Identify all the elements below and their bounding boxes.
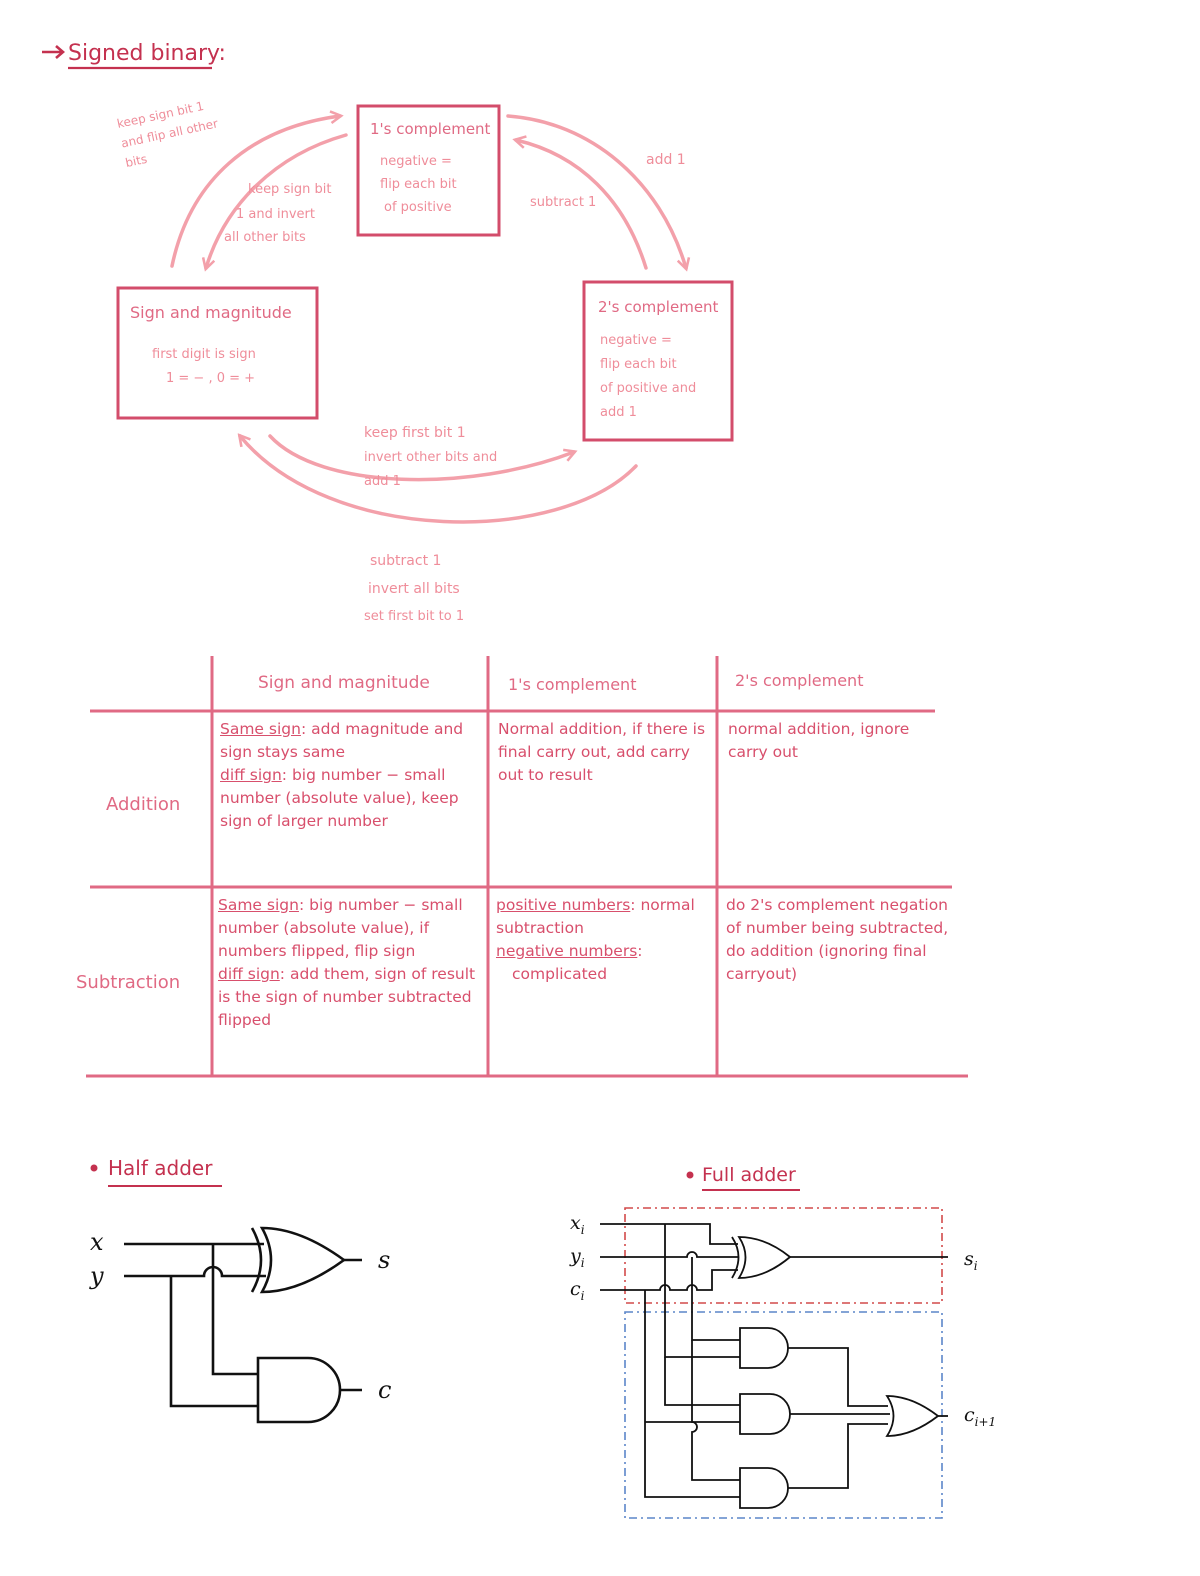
arrow-sm-to-ones [170, 116, 340, 268]
row-label-subtraction: Subtraction [76, 972, 180, 993]
input-x-label: x [90, 1228, 104, 1256]
svg-text:keep first bit 1: keep first bit 1 [364, 425, 466, 441]
full-adder-or-gate [885, 1395, 940, 1437]
box-ones-complement: 1's complement negative = flip each bit … [356, 104, 501, 237]
half-adder-wires [124, 1242, 362, 1408]
arrow-twos-to-sm [240, 436, 638, 524]
arrow-right-icon [42, 45, 65, 59]
cell-subtraction-ones-complement: positive numbers: normal subtraction neg… [496, 896, 695, 983]
section-heading: Signed binary: [42, 41, 226, 70]
input-xi-label: xi [570, 1212, 585, 1237]
and-gate [256, 1356, 342, 1424]
label-ones-to-sm: keep sign bit 1 and invert all other bit… [224, 182, 331, 245]
row-label-addition: Addition [106, 794, 180, 815]
cell-subtraction-twos-complement: do 2's complement negation of number bei… [726, 896, 948, 983]
svg-text:1's complement: 1's complement [370, 120, 491, 138]
arrow-ones-to-twos [506, 114, 686, 268]
half-adder-title: Half adder [108, 1156, 213, 1180]
svg-text:all other bits: all other bits [224, 230, 306, 245]
cell-subtraction-sign-magnitude: Same sign: big number − small number (ab… [218, 896, 475, 1029]
svg-text:of positive and: of positive and [600, 381, 696, 396]
comparison-table: Sign and magnitude 1's complement 2's co… [76, 656, 968, 1078]
label-sm-to-twos: keep first bit 1 invert other bits and a… [364, 425, 497, 489]
arrow-twos-to-ones [516, 140, 648, 270]
arrow-sm-to-twos [268, 434, 574, 482]
output-c-label: c [378, 1376, 391, 1404]
svg-text:bits: bits [124, 152, 148, 170]
svg-text:invert other bits and: invert other bits and [364, 450, 497, 465]
cell-addition-ones-complement: Normal addition, if there is final carry… [498, 720, 705, 784]
svg-text:flip each bit: flip each bit [600, 357, 677, 372]
input-ci-label: ci [570, 1278, 585, 1303]
svg-text:subtract 1: subtract 1 [370, 553, 441, 569]
cell-addition-twos-complement: normal addition, ignore carry out [728, 720, 909, 761]
label-twos-to-ones: subtract 1 [530, 195, 596, 210]
full-adder: Full adder xi yi ci si ci+1 [569, 1164, 996, 1519]
carry-section-box [624, 1311, 943, 1519]
full-adder-and-gate-3 [739, 1467, 789, 1509]
output-si-label: si [964, 1248, 978, 1273]
svg-text:flip each bit: flip each bit [380, 177, 457, 192]
svg-text:first digit is sign: first digit is sign [152, 347, 256, 362]
svg-text:keep sign bit: keep sign bit [248, 182, 331, 197]
output-s-label: s [378, 1246, 390, 1274]
full-adder-and-gate-1 [739, 1327, 789, 1369]
full-adder-wires [600, 1223, 948, 1498]
box-sign-magnitude: Sign and magnitude first digit is sign 1… [116, 286, 319, 420]
label-ones-to-twos: add 1 [646, 152, 686, 168]
svg-text:1 and invert: 1 and invert [236, 207, 315, 222]
svg-text:1 = − , 0 = +: 1 = − , 0 = + [166, 371, 255, 386]
svg-text:add 1: add 1 [364, 474, 401, 489]
input-y-label: y [89, 1262, 104, 1290]
output-ci1-label: ci+1 [964, 1404, 996, 1429]
header-twos-complement: 2's complement [735, 671, 863, 690]
svg-text:negative =: negative = [380, 154, 452, 169]
arrow-ones-to-sm [206, 133, 348, 268]
half-adder: Half adder x y s c [89, 1156, 391, 1424]
label-twos-to-sm: subtract 1 invert all bits set first bit… [364, 553, 464, 624]
bullet-icon [90, 1164, 98, 1172]
label-sm-to-ones: keep sign bit 1 and flip all other bits [116, 99, 220, 170]
svg-text:2's complement: 2's complement [598, 298, 719, 316]
input-yi-label: yi [569, 1245, 585, 1270]
svg-text:set first bit to 1: set first bit to 1 [364, 609, 464, 624]
svg-text:negative =: negative = [600, 333, 672, 348]
xor-gate [250, 1226, 347, 1294]
full-adder-xor-gate [731, 1236, 792, 1279]
header-sign-magnitude: Sign and magnitude [258, 673, 430, 693]
heading-text: Signed binary: [68, 41, 226, 66]
cell-addition-sign-magnitude: Same sign: add magnitude and sign stays … [220, 720, 463, 830]
box-twos-complement: 2's complement negative = flip each bit … [582, 280, 734, 442]
bullet-icon [686, 1171, 694, 1179]
full-adder-and-gate-2 [739, 1393, 791, 1435]
svg-text:add 1: add 1 [600, 405, 637, 420]
svg-text:Sign and magnitude: Sign and magnitude [130, 303, 292, 322]
table-grid [86, 656, 968, 1078]
svg-text:of positive: of positive [384, 200, 452, 215]
svg-text:invert all bits: invert all bits [368, 581, 460, 597]
header-ones-complement: 1's complement [508, 675, 636, 694]
full-adder-title: Full adder [702, 1164, 796, 1186]
sum-section-box [624, 1207, 943, 1304]
